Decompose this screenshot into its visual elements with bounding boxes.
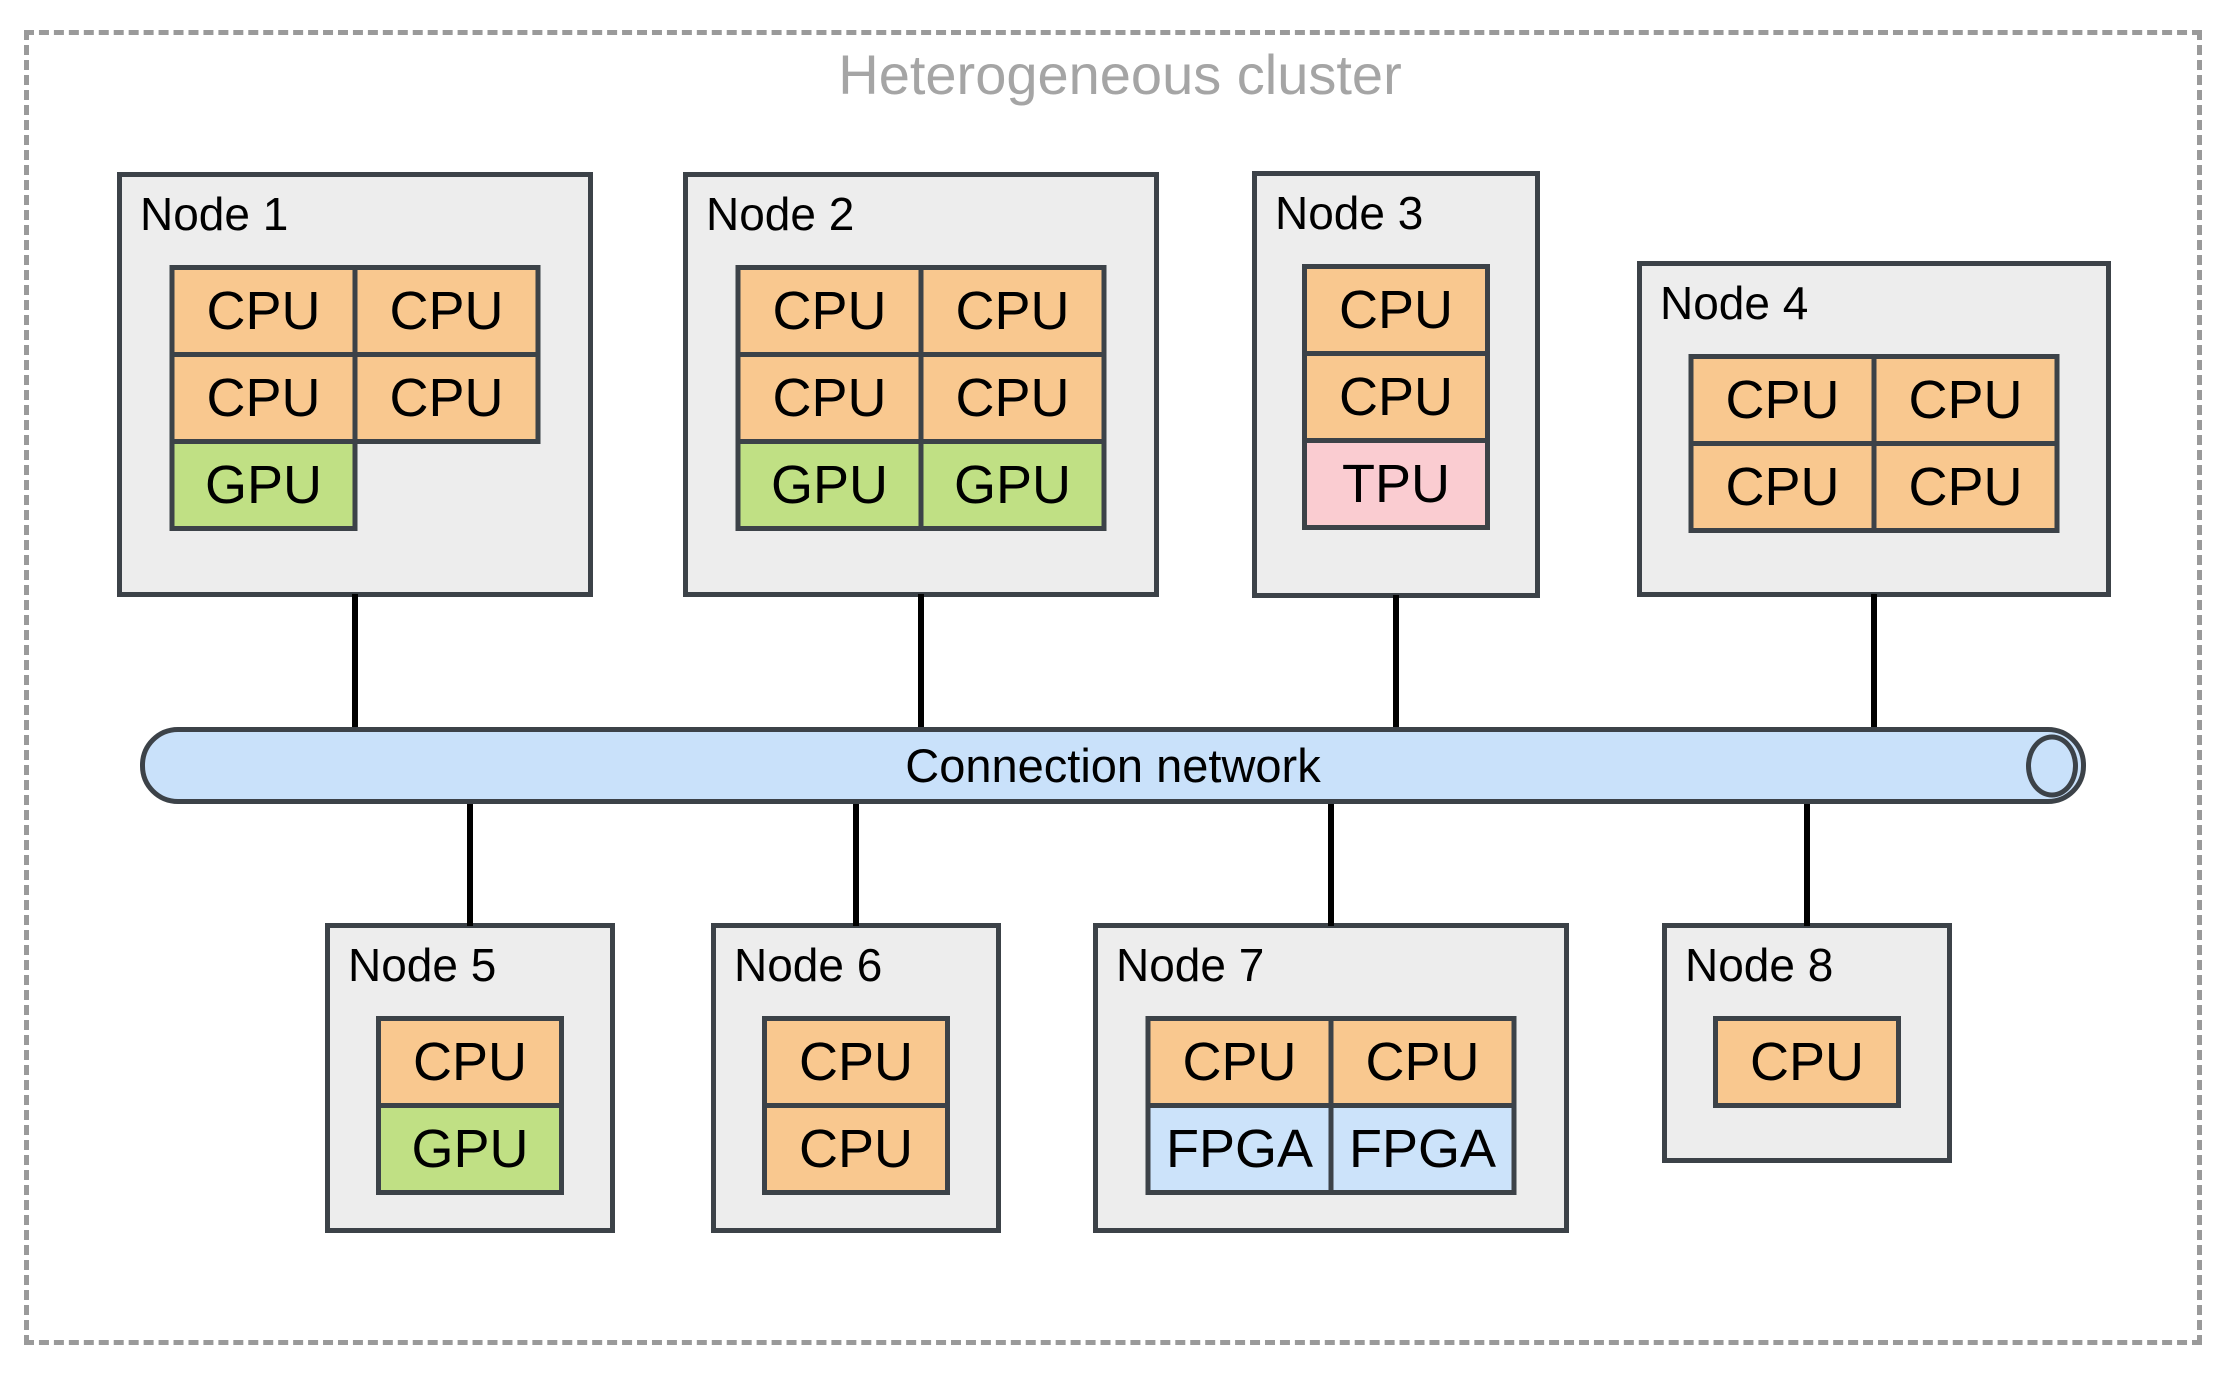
chip-cpu: CPU [735, 352, 924, 444]
chip-cpu: CPU [918, 352, 1107, 444]
chip-cpu: CPU [918, 265, 1107, 357]
node-label: Node 2 [706, 188, 855, 240]
connection-network-bus: Connection network [140, 727, 2086, 804]
chip-gpu: GPU [735, 439, 924, 531]
connector-node-1-to-network [352, 594, 358, 730]
node-label: Node 1 [140, 188, 289, 240]
chip-row: CPU [376, 1016, 564, 1108]
chip-row: GPU [169, 439, 358, 531]
chip-cpu: CPU [1871, 354, 2060, 446]
chip-cpu: CPU [1688, 354, 1877, 446]
chip-cpu: CPU [1302, 351, 1490, 443]
chip-tpu: TPU [1302, 438, 1490, 530]
chip-cpu: CPU [1145, 1016, 1334, 1108]
diagram-title: Heterogeneous cluster [838, 43, 1402, 106]
chip-row: CPU [762, 1016, 950, 1108]
chip-cpu: CPU [762, 1103, 950, 1195]
chip-cpu: CPU [352, 352, 541, 444]
chip-row: CPU [762, 1103, 950, 1195]
chip-cpu: CPU [169, 265, 358, 357]
connector-node-3-to-network [1393, 595, 1399, 730]
connection-network-label: Connection network [905, 739, 1321, 792]
chip-cpu: CPU [1328, 1016, 1517, 1108]
chip-gpu: GPU [376, 1103, 564, 1195]
chip-cpu: CPU [762, 1016, 950, 1108]
chip-cpu: CPU [1688, 441, 1877, 533]
node-label: Node 6 [734, 939, 883, 991]
chip-cpu: CPU [169, 352, 358, 444]
chip-cpu: CPU [376, 1016, 564, 1108]
node-8: Node 8 CPU [1662, 923, 1952, 1163]
node-label: Node 4 [1660, 277, 1809, 329]
chip-cpu: CPU [352, 265, 541, 357]
cylinder-cap [2026, 734, 2078, 797]
chip-cpu: CPU [1713, 1016, 1901, 1108]
chip-cpu: CPU [735, 265, 924, 357]
connector-node-6-to-network [853, 799, 859, 926]
connector-node-8-to-network [1804, 799, 1810, 926]
node-label: Node 7 [1116, 939, 1265, 991]
chip-fpga: FPGA [1145, 1103, 1334, 1195]
node-label: Node 3 [1275, 187, 1424, 239]
chip-gpu: GPU [169, 439, 358, 531]
connector-node-4-to-network [1871, 594, 1877, 730]
chip-row: CPU [1302, 351, 1490, 443]
chip-row: CPU [1302, 264, 1490, 356]
chip-row: GPU [376, 1103, 564, 1195]
chip-gpu: GPU [918, 439, 1107, 531]
chip-grid: CPU [1713, 1016, 1901, 1108]
node-label: Node 8 [1685, 939, 1834, 991]
node-label: Node 5 [348, 939, 497, 991]
connector-node-7-to-network [1328, 799, 1334, 926]
chip-row: TPU [1302, 438, 1490, 530]
chip-cpu: CPU [1302, 264, 1490, 356]
connector-node-5-to-network [467, 799, 473, 926]
cluster-boundary [24, 30, 2202, 1345]
connector-node-2-to-network [918, 594, 924, 730]
chip-row: CPU [1713, 1016, 1901, 1108]
chip-cpu: CPU [1871, 441, 2060, 533]
chip-fpga: FPGA [1328, 1103, 1517, 1195]
